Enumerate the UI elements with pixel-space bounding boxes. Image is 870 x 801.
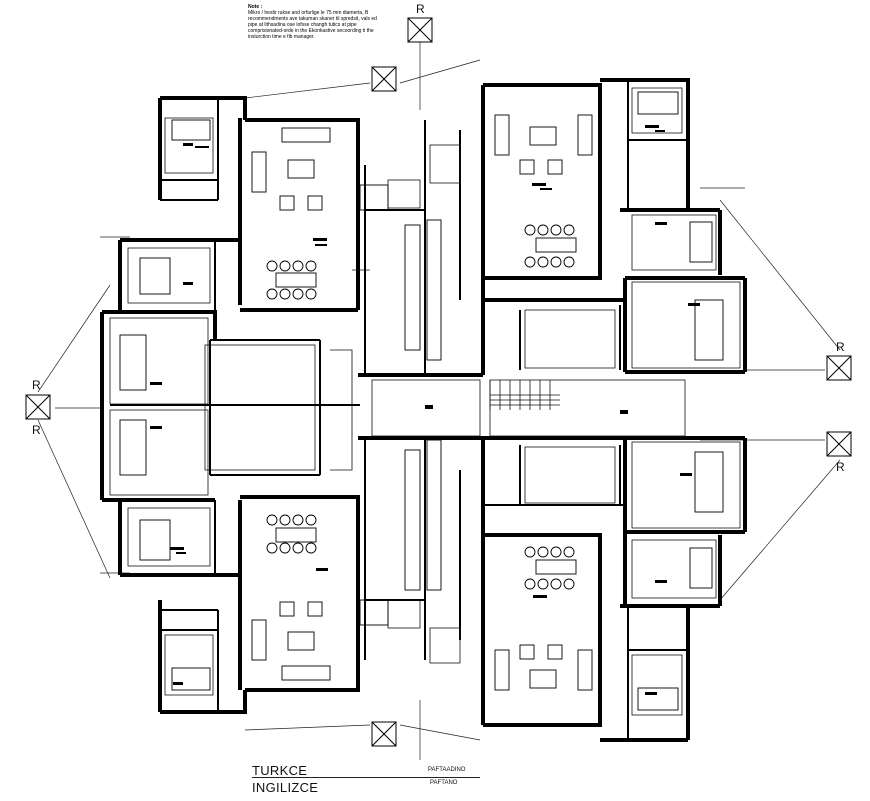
legend-divider (252, 777, 480, 778)
section-marker-right-lower (826, 431, 852, 457)
outer-walls (100, 78, 747, 742)
title-legend: TURKCE INGILIZCE PAFTAADINO PAFTANO (252, 763, 482, 799)
sheet-label-tr: PAFTAADINO (428, 767, 466, 773)
section-label-right-upper: R (836, 340, 845, 354)
note-line: pipe at lithsadina ose lofsse changh tut… (248, 22, 357, 28)
drawing-note: Note : Mikro / hestir rukse and orfarlig… (248, 4, 398, 40)
section-marker-top-left (371, 66, 397, 92)
section-marker-right-upper (826, 355, 852, 381)
furniture (119, 91, 724, 711)
section-marker-top-center (407, 17, 433, 43)
section-label-left-top: R (32, 378, 41, 392)
section-markers (25, 17, 852, 747)
note-line: recommendments ave takuman skaner til sp… (248, 16, 377, 22)
section-label-left-bottom: R (32, 423, 41, 437)
note-title: Note : (248, 4, 263, 10)
section-label-top: R (416, 2, 425, 16)
detail-lines (109, 87, 741, 716)
note-line: comprisionated-orde in the Ekonkastive s… (248, 28, 374, 34)
english-label: INGILIZCE (252, 780, 319, 795)
section-marker-left (25, 394, 51, 420)
annotation-blocks (150, 125, 700, 695)
note-line: Mikro / hestir rukse and orfarlige le 75… (248, 10, 369, 16)
note-line: insturction time e fib manager. (248, 34, 315, 40)
sheet-label-en: PAFTANO (430, 780, 458, 786)
turkish-label: TURKCE (252, 763, 308, 778)
section-label-right-lower: R (836, 460, 845, 474)
section-marker-bottom (371, 721, 397, 747)
